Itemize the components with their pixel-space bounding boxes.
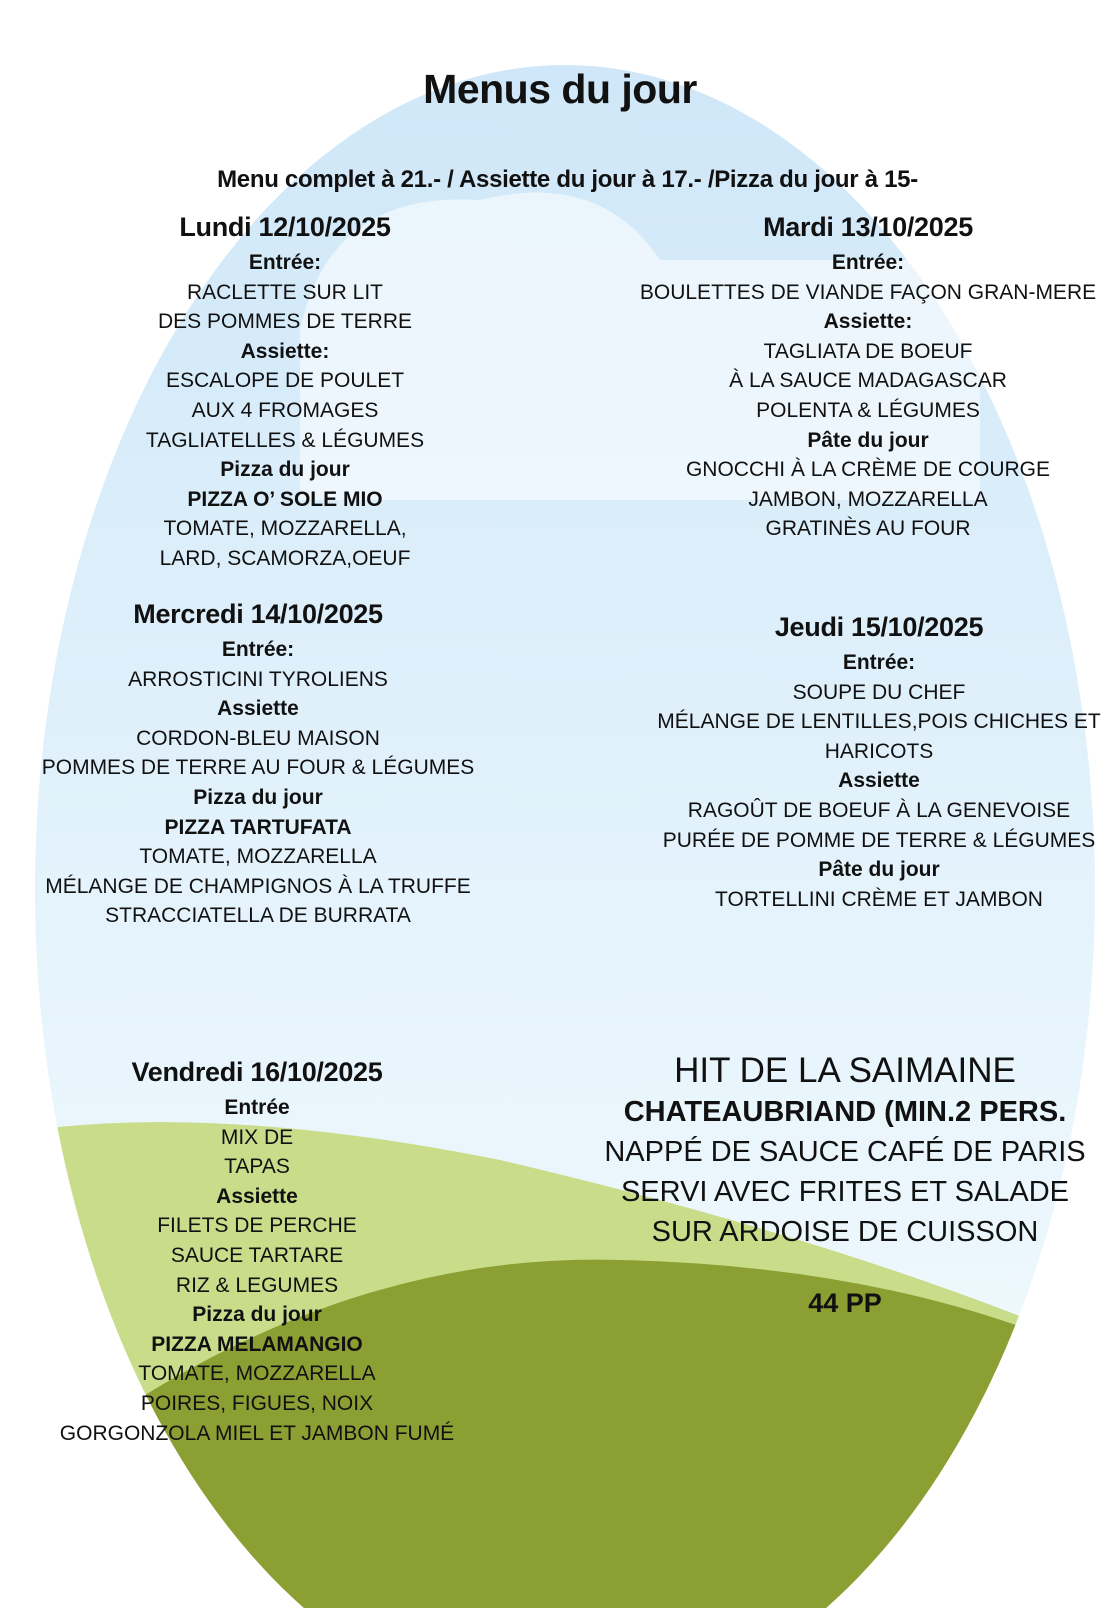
day-title: Mardi 13/10/2025	[763, 212, 973, 242]
hit-line: NAPPÉ DE SAUCE CAFÉ DE PARIS	[604, 1136, 1086, 1168]
menu-item-line: ARROSTICINI TYROLIENS	[128, 667, 388, 691]
hit-dish: CHATEAUBRIAND (MIN.2 PERS.	[623, 1096, 1067, 1128]
menu-section-label: Entrée:	[248, 251, 322, 274]
hit-line: SERVI AVEC FRITES ET SALADE	[620, 1176, 1070, 1208]
menu-section-label: Pâte du jour	[807, 428, 929, 452]
menu-section-label: PIZZA TARTUFATA	[164, 815, 352, 839]
menu-section-label: Pizza du jour	[193, 785, 323, 809]
menu-item-line: MIX DE	[220, 1125, 294, 1149]
menu-item-line: RACLETTE SUR LIT	[186, 280, 384, 304]
menu-section-label: Assiette	[838, 769, 920, 793]
hit-of-the-week: HIT DE LA SAIMAINE CHATEAUBRIAND (MIN.2 …	[604, 1050, 1085, 1319]
menu-item-line: GNOCCHI À LA CRÈME DE COURGE	[685, 458, 1051, 482]
menu-item-line: TAGLIATELLES & LÉGUMES	[145, 428, 425, 452]
dark-green-hill	[35, 1259, 1095, 1608]
menu-item-line: TAPAS	[224, 1155, 290, 1179]
hit-price: 44 PP	[808, 1288, 882, 1318]
menu-item-line: POLENTA & LÉGUMES	[756, 398, 980, 422]
menu-item-line: STRACCIATELLA DE BURRATA	[105, 904, 411, 928]
menu-item-line: SAUCE TARTARE	[170, 1243, 344, 1267]
menu-item-line: RIZ & LEGUMES	[175, 1273, 339, 1297]
menu-item-line: POMMES DE TERRE AU FOUR & LÉGUMES	[41, 756, 475, 780]
price-subtitle: Menu complet à 21.- / Assiette du jour à…	[217, 166, 918, 193]
menu-section-label: Entrée:	[221, 638, 295, 661]
menu-item-line: FILETS DE PERCHE	[157, 1214, 357, 1238]
menu-item-line: ESCALOPE DE POULET	[165, 369, 405, 393]
menu-section-label: Assiette	[217, 697, 299, 721]
hit-line: SUR ARDOISE DE CUISSON	[651, 1216, 1039, 1248]
menu-item-line: POIRES, FIGUES, NOIX	[140, 1391, 374, 1415]
menu-item-line: TOMATE, MOZZARELLA	[139, 845, 377, 869]
menu-section-label: Entrée:	[842, 651, 916, 674]
menu-item-line: AUX 4 FROMAGES	[191, 398, 379, 422]
menu-section-label: Entrée:	[831, 251, 905, 274]
menu-section-label: Pâte du jour	[818, 858, 940, 882]
menu-item-line: MÉLANGE DE LENTILLES,POIS CHICHES ET	[657, 710, 1101, 734]
menu-item-line: MÉLANGE DE CHAMPIGNOS À LA TRUFFE	[45, 874, 471, 898]
day-title: Lundi 12/10/2025	[179, 212, 391, 242]
menu-section-label: PIZZA O’ SOLE MIO	[187, 487, 383, 511]
day-title: Vendredi 16/10/2025	[131, 1057, 383, 1087]
menu-item-line: CORDON-BLEU MAISON	[136, 726, 380, 750]
menu-item-line: À LA SAUCE MADAGASCAR	[729, 369, 1007, 393]
menu-item-line: TAGLIATA DE BOEUF	[763, 339, 973, 363]
menu-item-line: SOUPE DU CHEF	[792, 680, 966, 704]
menu-section-label: PIZZA MELAMANGIO	[151, 1332, 363, 1356]
menu-item-line: DES POMMES DE TERRE	[158, 310, 412, 334]
menu-item-line: PURÉE DE POMME DE TERRE & LÉGUMES	[662, 828, 1096, 852]
cloud	[300, 192, 980, 500]
menu-item-line: JAMBON, MOZZARELLA	[748, 487, 988, 511]
menu-item-line: BOULETTES DE VIANDE FAÇON GRAN-MERE	[639, 280, 1097, 304]
hit-heading: HIT DE LA SAIMAINE	[674, 1051, 1016, 1090]
menu-section-label: Assiette	[216, 1184, 298, 1208]
page-title: Menus du jour	[423, 66, 697, 112]
menu-section-label: Entrée	[224, 1096, 290, 1119]
menu-section-label: Pizza du jour	[192, 1303, 322, 1327]
day-title: Jeudi 15/10/2025	[774, 612, 984, 642]
menu-item-line: LARD, SCAMORZA,OEUF	[159, 546, 411, 570]
menu-item-line: TOMATE, MOZZARELLA,	[163, 517, 407, 541]
menu-section-label: Pizza du jour	[220, 458, 350, 482]
menu-item-line: TOMATE, MOZZARELLA	[138, 1362, 376, 1386]
menu-item-line: HARICOTS	[824, 739, 934, 763]
menu-section-label: Assiette:	[240, 339, 330, 363]
menu-item-line: GORGONZOLA MIEL ET JAMBON FUMÉ	[59, 1421, 455, 1445]
menu-section-label: Assiette:	[823, 310, 913, 334]
day-title: Mercredi 14/10/2025	[133, 599, 383, 629]
menu-item-line: GRATINÈS AU FOUR	[765, 517, 971, 541]
menu-item-line: TORTELLINI CRÈME ET JAMBON	[715, 887, 1043, 911]
menu-item-line: RAGOÛT DE BOEUF À LA GENEVOISE	[687, 798, 1071, 822]
